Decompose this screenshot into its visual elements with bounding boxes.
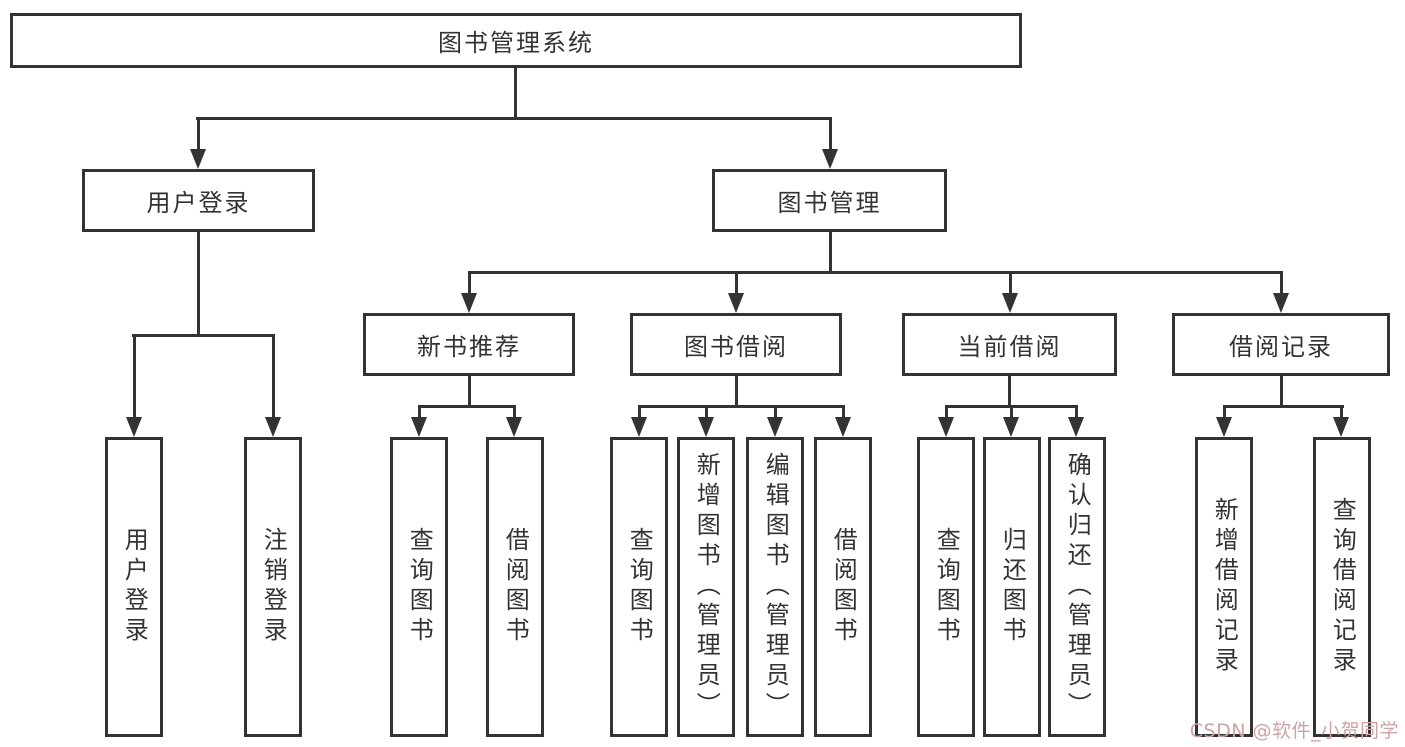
arrowhead-icon [1273, 293, 1289, 313]
connector-line [133, 334, 136, 419]
arrowhead-icon [126, 417, 142, 437]
node-library-system: 图书管理系统 [10, 13, 1022, 68]
leaf-edit-books-admin: 编辑图书（管理员） [746, 437, 804, 737]
connector-line [468, 271, 471, 295]
leaf-label: 查询图书 [932, 527, 961, 647]
leaf-query-borrow-record: 查询借阅记录 [1313, 437, 1371, 737]
arrowhead-icon [822, 149, 838, 169]
leaf-label: 借阅图书 [501, 527, 530, 647]
leaf-add-borrow-record: 新增借阅记录 [1195, 437, 1253, 737]
connector-line [1010, 405, 1013, 418]
leaf-label: 归还图书 [998, 527, 1027, 647]
connector-line [1223, 405, 1226, 418]
csdn-watermark: CSDN @软件_小贺同学 [1189, 720, 1399, 742]
arrowhead-icon [631, 417, 647, 437]
connector-line [418, 405, 516, 408]
connector-line [468, 376, 471, 407]
arrowhead-icon [190, 149, 206, 169]
arrowhead-icon [506, 417, 522, 437]
leaf-query-books-recommend: 查询图书 [390, 437, 448, 737]
leaf-label: 查询借阅记录 [1328, 497, 1357, 677]
leaf-borrow-books-recommend: 借阅图书 [486, 437, 544, 737]
node-user-login: 用户登录 [82, 169, 315, 232]
connector-line [1340, 405, 1343, 418]
arrowhead-icon [1003, 417, 1019, 437]
connector-line [638, 405, 844, 408]
connector-line [197, 232, 200, 336]
arrowhead-icon [1068, 417, 1084, 437]
arrowhead-icon [265, 417, 281, 437]
arrowhead-icon [767, 417, 783, 437]
leaf-borrow-books: 借阅图书 [814, 437, 872, 737]
connector-line [1009, 271, 1012, 295]
leaf-label: 借阅图书 [829, 527, 858, 647]
connector-line [735, 271, 738, 295]
arrowhead-icon [461, 293, 477, 313]
leaf-label: 新增图书（管理员） [692, 452, 721, 722]
arrowhead-icon [938, 417, 954, 437]
arrowhead-icon [835, 417, 851, 437]
arrowhead-icon [1002, 293, 1018, 313]
connector-line [842, 405, 845, 418]
leaf-return-books: 归还图书 [983, 437, 1041, 737]
connector-line [132, 334, 275, 337]
node-current-borrow: 当前借阅 [902, 313, 1117, 376]
arrowhead-icon [411, 417, 427, 437]
leaf-label: 编辑图书（管理员） [761, 452, 790, 722]
leaf-user-login: 用户登录 [105, 437, 163, 737]
connector-line [774, 405, 777, 418]
connector-line [514, 66, 517, 119]
arrowhead-icon [728, 293, 744, 313]
connector-line [1280, 376, 1283, 407]
connector-line [513, 405, 516, 418]
leaf-label: 注销登录 [259, 527, 288, 647]
connector-line [705, 405, 708, 418]
connector-line [418, 405, 421, 418]
connector-line [196, 117, 832, 120]
connector-line [1223, 405, 1344, 408]
connector-line [1008, 376, 1011, 407]
leaf-query-books-borrow: 查询图书 [610, 437, 668, 737]
leaf-query-books-current: 查询图书 [917, 437, 975, 737]
leaf-logout: 注销登录 [244, 437, 302, 737]
connector-line [829, 232, 832, 272]
node-new-book-recommend: 新书推荐 [363, 313, 575, 376]
arrowhead-icon [698, 417, 714, 437]
connector-line [638, 405, 641, 418]
leaf-label: 查询图书 [405, 527, 434, 647]
connector-line [272, 334, 275, 419]
connector-line [468, 271, 1282, 274]
connector-line [197, 117, 200, 151]
leaf-label: 用户登录 [120, 527, 149, 647]
leaf-label: 查询图书 [625, 527, 654, 647]
leaf-confirm-return-admin: 确认归还（管理员） [1048, 437, 1106, 737]
node-borrow-records: 借阅记录 [1172, 313, 1390, 376]
node-book-management: 图书管理 [712, 169, 947, 232]
connector-line [1280, 271, 1283, 295]
leaf-label: 新增借阅记录 [1210, 497, 1239, 677]
arrowhead-icon [1333, 417, 1349, 437]
connector-line [1075, 405, 1078, 418]
leaf-add-books-admin: 新增图书（管理员） [677, 437, 735, 737]
leaf-label: 确认归还（管理员） [1063, 452, 1092, 722]
node-book-borrow: 图书借阅 [630, 313, 842, 376]
connector-line [735, 376, 738, 407]
arrowhead-icon [1216, 417, 1232, 437]
connector-line [945, 405, 948, 418]
connector-line [829, 117, 832, 151]
